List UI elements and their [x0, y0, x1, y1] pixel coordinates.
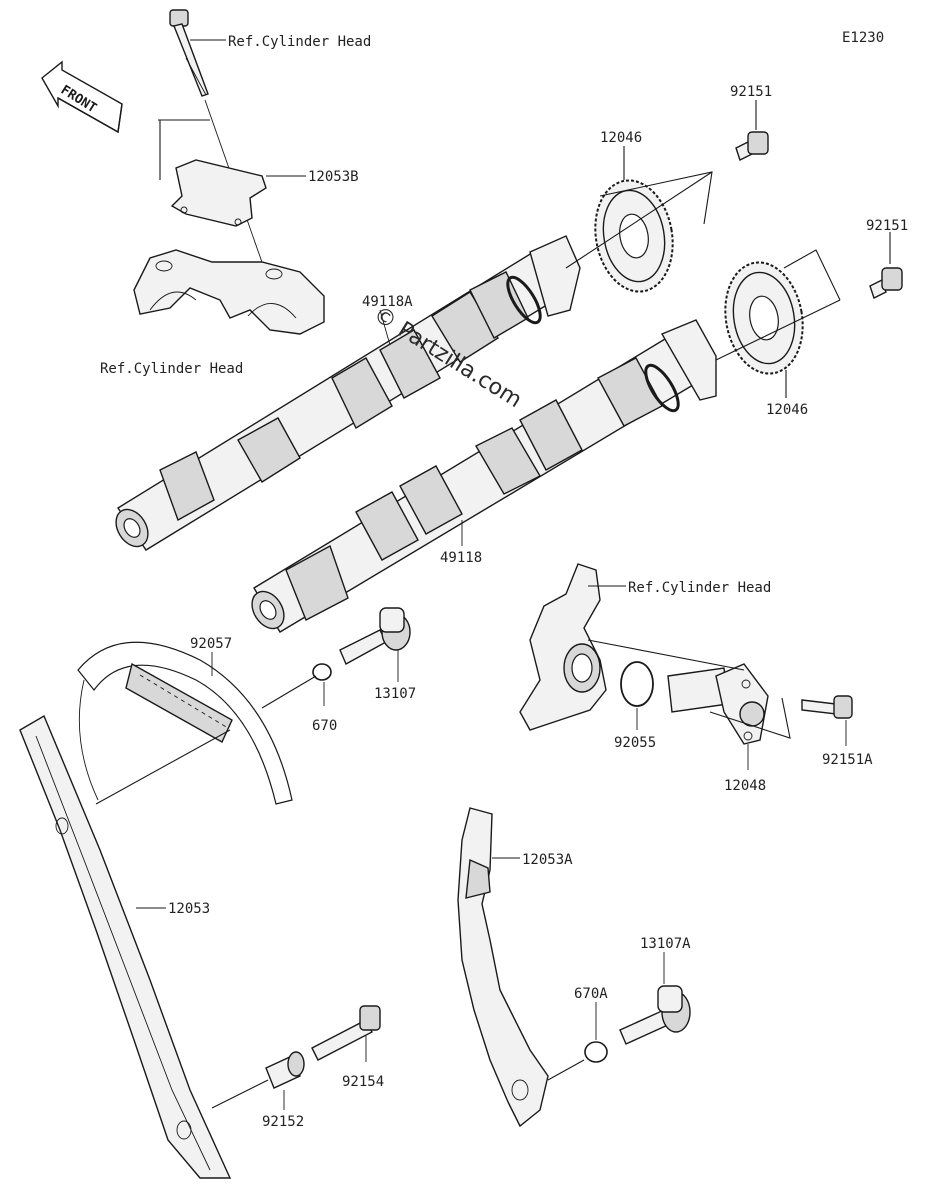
label-13107: 13107	[374, 686, 416, 702]
front-arrow-icon: FRONT	[41, 60, 123, 134]
label-12053A: 12053A	[522, 852, 573, 868]
camshaft-49118A	[115, 235, 581, 551]
cam-chain-92057	[77, 641, 293, 805]
label-49118: 49118	[440, 550, 482, 566]
collar-92152	[265, 1051, 305, 1089]
label-12046-lower: 12046	[766, 402, 808, 418]
diagram-code: E1230	[842, 30, 884, 46]
tensioner-12048	[667, 663, 769, 745]
guide-pin-13107A	[619, 985, 691, 1045]
gasket-92055	[620, 661, 654, 707]
label-12048: 12048	[724, 778, 766, 794]
bolt-92151-right	[869, 267, 903, 299]
bracket-12053B	[170, 159, 267, 227]
label-92154: 92154	[342, 1074, 384, 1090]
cap-bolt	[169, 9, 209, 97]
sprocket-12046-upper	[594, 179, 674, 293]
o-ring-670	[312, 663, 332, 681]
label-92151-right: 92151	[866, 218, 908, 234]
label-92152: 92152	[262, 1114, 304, 1130]
bolt-92151A	[801, 695, 853, 719]
label-92151A: 92151A	[822, 752, 873, 768]
bolt-92151-upper	[735, 131, 769, 161]
label-92057: 92057	[190, 636, 232, 652]
label-13107A: 13107A	[640, 936, 691, 952]
label-ref-cylinder-head-top: Ref.Cylinder Head	[228, 34, 371, 50]
label-92055: 92055	[614, 735, 656, 751]
o-ring-670A	[584, 1041, 608, 1063]
label-92151-upper: 92151	[730, 84, 772, 100]
camshaft-cap	[133, 249, 325, 335]
sprocket-12046-lower	[724, 261, 804, 375]
camshaft-49118	[251, 319, 717, 633]
label-12053: 12053	[168, 901, 210, 917]
guide-pin-13107	[339, 607, 411, 665]
label-12053B: 12053B	[308, 169, 359, 185]
chain-guide-12053A	[457, 807, 549, 1128]
label-12046-upper: 12046	[600, 130, 642, 146]
label-670: 670	[312, 718, 337, 734]
label-ref-cylinder-head-right: Ref.Cylinder Head	[628, 580, 771, 596]
cylinder-head-section	[519, 563, 607, 731]
label-670A: 670A	[574, 986, 608, 1002]
chain-guide-12053	[19, 714, 232, 1179]
bolt-92154	[311, 1005, 381, 1061]
label-ref-cylinder-head-left: Ref.Cylinder Head	[100, 361, 243, 377]
label-49118A: 49118A	[362, 294, 413, 310]
